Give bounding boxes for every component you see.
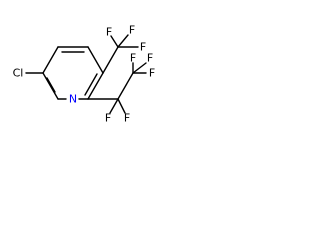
bond-c5-c6-double [84,73,98,96]
atom-nitrogen: N [69,93,77,106]
atom-fluorine-cf3-top-left: F [106,26,112,39]
bond-c4-cf3 [102,46,119,74]
bond-c2-c3 [42,46,59,74]
atom-fluorine-cf3b-top: F [130,52,136,65]
bond-cf2-cf3 [117,72,134,100]
bond-n-c2-double [46,77,56,93]
atom-chlorine: Cl [13,67,24,80]
trifluoromethyl-group [102,34,139,74]
atom-fluorine-cf2-right: F [124,112,130,125]
atom-fluorine-cf3-top-right: F [129,24,135,37]
atom-fluorine-cf3b-right: F [149,67,155,80]
bond-cf3b-f-upper-right [132,62,147,74]
atom-fluorine-cf3-right: F [140,41,146,54]
pentafluoroethyl-group [87,62,147,114]
bond-cf3-f-top-left [110,35,119,48]
atom-fluorine-cf3b-upper-right: F [147,52,153,65]
bond-c5-c6 [87,72,104,100]
atom-labels: Cl N F F F F F F F F [13,24,156,125]
bond-c2-c6-left [42,72,59,100]
molecule-structure-diagram: Cl N F F F F F F F F [13,24,156,125]
bond-cf2-f-right [117,98,126,114]
pyridine-ring [42,46,104,100]
bond-cf2-f-left [109,98,119,114]
atom-fluorine-cf2-left: F [105,112,111,125]
bond-c4-c5 [87,46,104,74]
bond-cf3-f-top-right [117,34,129,48]
